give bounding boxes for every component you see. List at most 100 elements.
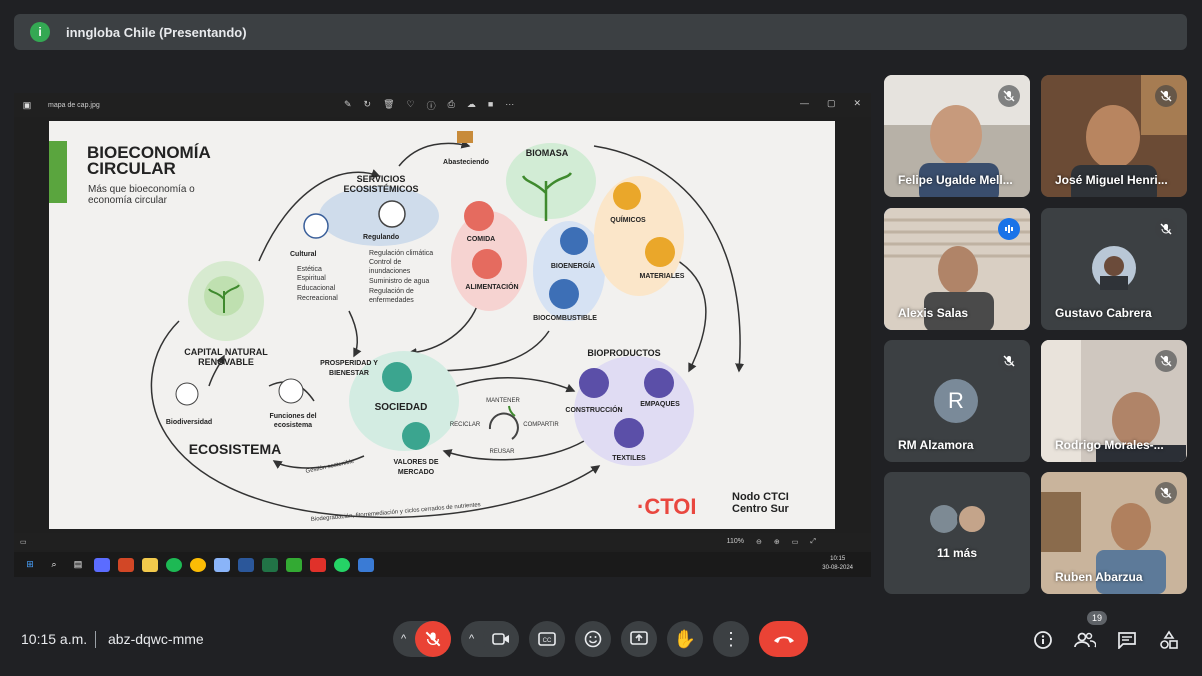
divider bbox=[95, 631, 96, 648]
app-icon[interactable] bbox=[286, 557, 302, 572]
participant-tile[interactable]: Gustavo Cabrera bbox=[1041, 208, 1187, 330]
filmstrip-icon[interactable]: ▭ bbox=[20, 538, 27, 546]
people-count-badge: 19 bbox=[1087, 611, 1107, 625]
speaking-indicator-icon bbox=[998, 218, 1020, 240]
cultural-label: Cultural bbox=[290, 251, 317, 258]
close-icon[interactable]: ✕ bbox=[853, 98, 861, 108]
quimicos-label: QUÍMICOS bbox=[610, 215, 646, 224]
whatsapp-icon[interactable] bbox=[334, 557, 350, 572]
biomasa-label: BIOMASA bbox=[526, 148, 569, 158]
prosperidad-label-2: BIENESTAR bbox=[329, 370, 369, 377]
cultural-item: Educacional bbox=[297, 285, 336, 292]
participant-tile[interactable]: R RM Alzamora bbox=[884, 340, 1030, 462]
photos-icon[interactable] bbox=[358, 557, 374, 572]
funciones-label-2: ecosistema bbox=[274, 422, 312, 429]
sociedad-label: SOCIEDAD bbox=[375, 402, 428, 413]
more-options-button[interactable]: ⋮ bbox=[713, 621, 749, 657]
leave-call-button[interactable] bbox=[759, 621, 808, 657]
chat-icon bbox=[1118, 632, 1136, 649]
participant-name: Rodrigo Morales-... bbox=[1055, 438, 1164, 452]
video-camera-icon bbox=[492, 633, 509, 645]
viewer-toolbar: ✎ ↻ 🗑 ♡ ⓘ ⎙ ☁ ■ ··· bbox=[344, 99, 514, 112]
edit-icon[interactable]: ✎ bbox=[344, 99, 352, 109]
copilot-icon[interactable] bbox=[94, 557, 110, 572]
participant-tile[interactable]: Ruben Abarzua bbox=[1041, 472, 1187, 594]
chat-button[interactable] bbox=[1116, 629, 1138, 651]
funciones-label-1: Funciones del bbox=[269, 413, 316, 420]
chevron-up-icon: ^ bbox=[469, 633, 475, 645]
people-button[interactable] bbox=[1074, 629, 1096, 651]
mantener-label: MANTENER bbox=[486, 398, 520, 404]
participant-name: Ruben Abarzua bbox=[1055, 570, 1143, 584]
spotify-icon[interactable] bbox=[166, 557, 182, 572]
infographic-slide: BIOECONOMÍA CIRCULAR Más que bioeconomía… bbox=[49, 121, 835, 529]
mic-off-icon bbox=[1155, 85, 1177, 107]
minimize-icon[interactable]: — bbox=[799, 98, 809, 108]
search-icon[interactable]: ⌕ bbox=[51, 559, 57, 569]
present-screen-button[interactable] bbox=[621, 621, 657, 657]
more-count: 11 más bbox=[936, 546, 978, 560]
meeting-code: abz-dqwc-mme bbox=[108, 631, 204, 647]
regulando-item: Regulación de bbox=[369, 288, 414, 295]
captions-button[interactable]: CC bbox=[529, 621, 565, 657]
windows-start-icon[interactable]: ⊞ bbox=[26, 559, 34, 569]
share-icon[interactable]: ☁ bbox=[466, 99, 476, 109]
participant-tile[interactable]: Felipe Ugalde Mell... bbox=[884, 75, 1030, 197]
emoji-icon bbox=[584, 630, 602, 648]
word-icon[interactable] bbox=[238, 557, 254, 572]
meeting-info-button[interactable] bbox=[1032, 629, 1054, 651]
task-view-icon[interactable]: ▤ bbox=[73, 559, 83, 569]
materiales-label: MATERIALES bbox=[640, 273, 685, 280]
zoom-in-icon[interactable]: ⊕ bbox=[773, 538, 780, 546]
info-icon bbox=[1034, 631, 1052, 649]
biocombustible-label: BIOCOMBUSTIBLE bbox=[533, 315, 597, 322]
zoom-out-icon[interactable]: ⊖ bbox=[756, 538, 762, 546]
slide-subtitle-line2: economía circular bbox=[88, 195, 168, 206]
acrobat-icon[interactable] bbox=[310, 557, 326, 572]
activities-button[interactable] bbox=[1158, 629, 1180, 651]
participant-tile[interactable]: Rodrigo Morales-... bbox=[1041, 340, 1187, 462]
fit-icon[interactable]: ▭ bbox=[791, 538, 799, 546]
raise-hand-button[interactable]: ✋ bbox=[667, 621, 703, 657]
microphone-toggle-button[interactable] bbox=[415, 621, 451, 657]
file-explorer-icon[interactable] bbox=[142, 557, 158, 572]
participant-name: Gustavo Cabrera bbox=[1055, 306, 1152, 320]
mic-off-icon bbox=[1155, 482, 1177, 504]
rotate-icon[interactable]: ↻ bbox=[363, 99, 372, 109]
fullscreen-icon[interactable]: ⤢ bbox=[810, 537, 816, 545]
participant-name: Felipe Ugalde Mell... bbox=[898, 173, 1013, 187]
participant-tile[interactable]: José Miguel Henri... bbox=[1041, 75, 1187, 197]
servicios-label-2: ECOSISTÉMICOS bbox=[343, 184, 418, 194]
app-icon[interactable]: ■ bbox=[487, 99, 494, 109]
more-icon[interactable]: ··· bbox=[505, 99, 515, 109]
more-participants-tile[interactable]: 11 más bbox=[884, 472, 1030, 594]
excel-icon[interactable] bbox=[262, 557, 278, 572]
viewer-statusbar: ▭ 110% ⊖ ⊕ ▭ ⤢ bbox=[14, 533, 871, 550]
app-icon[interactable] bbox=[214, 557, 230, 572]
camera-toggle-button[interactable] bbox=[483, 621, 519, 657]
presenter-banner: i inngloba Chile (Presentando) bbox=[14, 14, 1187, 50]
valores-label-1: VALORES DE bbox=[394, 459, 439, 466]
print-icon[interactable]: ⎙ bbox=[447, 99, 455, 109]
hand-icon: ✋ bbox=[673, 628, 697, 649]
reactions-button[interactable] bbox=[575, 621, 611, 657]
regulando-item: Regulación climática bbox=[369, 250, 433, 257]
delete-icon[interactable]: 🗑 bbox=[383, 99, 395, 109]
favorite-icon[interactable]: ♡ bbox=[406, 99, 415, 109]
reciclar-label: RECICLAR bbox=[450, 422, 481, 428]
avatar: R bbox=[934, 379, 978, 423]
clock-time: 10:15 bbox=[830, 556, 846, 562]
nodo-label-2: Centro Sur bbox=[732, 503, 790, 515]
maximize-icon[interactable]: ▢ bbox=[826, 98, 836, 108]
powerpoint-icon[interactable] bbox=[118, 557, 134, 572]
participant-name: Alexis Salas bbox=[898, 306, 969, 320]
hang-up-icon bbox=[773, 636, 794, 643]
info-icon[interactable]: ⓘ bbox=[426, 101, 436, 111]
taskbar-clock[interactable]: 10:15 30-08-2024 bbox=[822, 555, 853, 573]
bioproductos-label: BIOPRODUCTOS bbox=[587, 348, 660, 358]
alimentacion-label: ALIMENTACIÓN bbox=[465, 282, 518, 291]
participant-tile-active-speaker[interactable]: Alexis Salas bbox=[884, 208, 1030, 330]
comida-label: COMIDA bbox=[467, 236, 495, 243]
chrome-icon[interactable] bbox=[190, 557, 206, 572]
windows-taskbar: ⊞ ⌕ ▤ 10:15 30-08-2024 bbox=[14, 552, 871, 577]
